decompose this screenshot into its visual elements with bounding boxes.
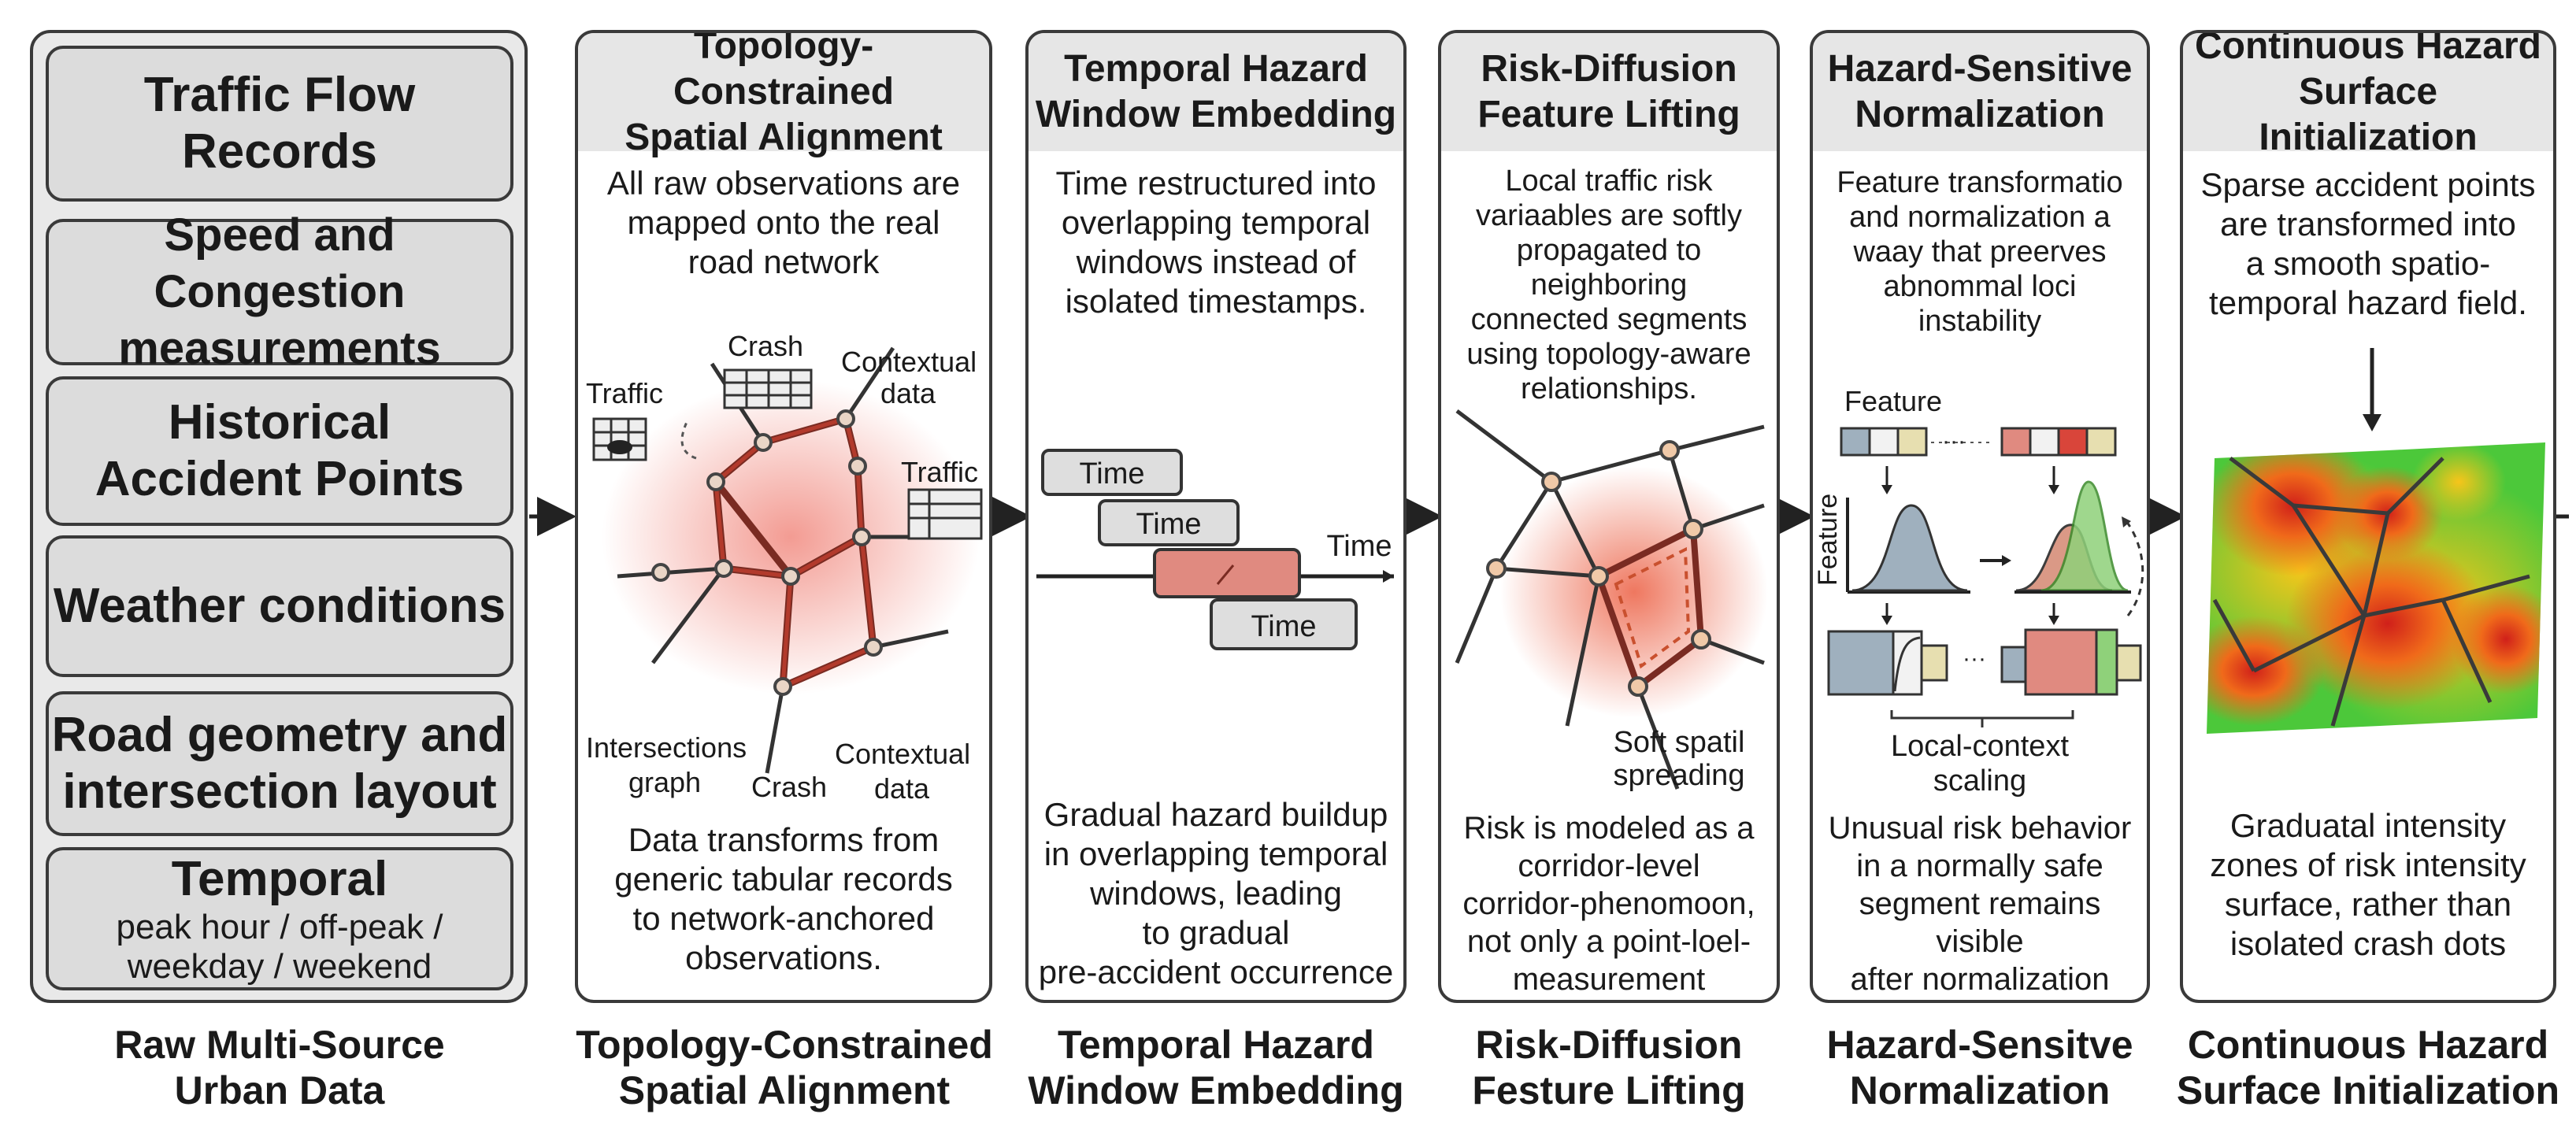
- source-weather: Weather conditions: [46, 535, 513, 677]
- source-speed-congestion: Speed and Congestion measurements: [46, 209, 513, 374]
- bottom-label-temporal: Temporal Hazard Window Embedding: [1028, 1023, 1404, 1112]
- local-context-label: Local-context scaling: [1890, 730, 2069, 798]
- panel-top-text: Sparse accident points are transformed i…: [2200, 166, 2536, 321]
- source-traffic-flow: Traffic Flow Records: [46, 46, 513, 202]
- time-window-4: [1210, 598, 1358, 650]
- panel-bottom-text: Unusual risk behavior in a normally safe…: [1828, 811, 2132, 997]
- bottom-label-raw: Raw Multi-Source Urban Data: [114, 1023, 445, 1112]
- temporal-windows-graphic: Time Time Time Time: [1036, 449, 1394, 650]
- panel-bottom-text: Data transforms from generic tabular rec…: [614, 821, 953, 976]
- source-label: Road geometry and intersection layout: [51, 708, 508, 819]
- bottom-label-normalization: Hazard-Sensitve Normalization: [1826, 1023, 2133, 1112]
- bottom-label-diffusion: Risk-Diffusion Festure Lifting: [1472, 1023, 1746, 1112]
- time-axis-label: Time: [1326, 530, 1392, 563]
- label-traffic-b: Traffic: [901, 456, 978, 488]
- dots-a: ···: [1942, 428, 1966, 454]
- panel-bottom-text: Graduatal intensity zones of risk intens…: [2210, 807, 2526, 962]
- source-label: Temporal: [171, 852, 388, 906]
- panel-top-text: Time restructured into overlapping tempo…: [1055, 165, 1377, 320]
- panel-hazard-surface: Continuous Hazard Surface Initialization…: [2180, 30, 2556, 1003]
- soft-spreading-label: Soft spatil spreading: [1613, 726, 1745, 792]
- panel-header: Continuous Hazard Surface Initialization: [2183, 33, 2553, 158]
- panel-bottom-text: Gradual hazard buildup in overlapping te…: [1038, 796, 1394, 990]
- panel-temporal-window: Temporal Hazard Window Embedding Time re…: [1025, 30, 1407, 1003]
- feature-axis-label: Feature: [1813, 494, 1843, 586]
- label-crash-a: Crash: [728, 330, 803, 362]
- panel-top-text: Feature transformatio and normalization …: [1837, 166, 2123, 338]
- bottom-label-spatial: Topology-Constrained Spatial Alignment: [576, 1023, 993, 1112]
- panel-bottom-text: Risk is modeled as a corridor-level corr…: [1462, 811, 1755, 997]
- panel-spatial-alignment: Topology-Constrained Spatial Alignment A…: [575, 30, 992, 1003]
- time-window-2: [1098, 499, 1240, 546]
- panel-header: Hazard-Sensitive Normalization: [1813, 33, 2147, 151]
- dots-b: ···: [1963, 646, 1986, 672]
- panel-normalization: Hazard-Sensitive Normalization Feature t…: [1810, 30, 2150, 1003]
- bottom-label-surface: Continuous Hazard Surface Initialization: [2176, 1023, 2560, 1112]
- source-label: Traffic Flow Records: [143, 68, 416, 179]
- panel-title: Hazard-Sensitive Normalization: [1827, 48, 2133, 135]
- feature-top-label: Feature: [1844, 385, 1942, 417]
- source-label: Speed and Congestion measurements: [118, 209, 441, 374]
- source-sublabel: peak hour / off-peak / weekday / weekend: [116, 908, 443, 986]
- panel-risk-diffusion: Risk-Diffusion Feature Lifting Local tra…: [1438, 30, 1780, 1003]
- time-window-1: [1041, 449, 1183, 496]
- risk-diffusion-graphic: [1455, 409, 1768, 790]
- panel-header: Risk-Diffusion Feature Lifting: [1441, 33, 1777, 151]
- panel-header: Temporal Hazard Window Embedding: [1029, 33, 1403, 151]
- source-accident-points: Historical Accident Points: [46, 376, 513, 526]
- normalization-graphic: Feature ··· Feature ···: [1813, 385, 2144, 727]
- label-traffic-a: Traffic: [586, 377, 663, 409]
- time-window-1-label: Time: [1079, 457, 1144, 490]
- source-label: Weather conditions: [53, 579, 506, 633]
- time-window-2-label: Time: [1136, 508, 1201, 541]
- panel-header: Topology-Constrained Spatial Alignment: [578, 33, 989, 158]
- source-road-geometry: Road geometry and intersection layout: [46, 691, 513, 836]
- panel-top-text: All raw observations are mapped onto the…: [606, 165, 961, 280]
- time-window-4-label: Time: [1251, 610, 1316, 643]
- panel-title: Risk-Diffusion Feature Lifting: [1477, 48, 1740, 135]
- source-temporal: Temporal peak hour / off-peak / weekday …: [46, 847, 513, 990]
- source-label: Historical Accident Points: [95, 395, 465, 506]
- panel-top-text: Local traffic risk variaables are softly…: [1466, 165, 1751, 405]
- panel-title: Topology-Constrained Spatial Alignment: [625, 30, 943, 158]
- label-crash-b: Crash: [751, 771, 827, 803]
- hazard-surface-graphic: [2207, 348, 2545, 734]
- panel-title: Continuous Hazard Surface Initialization: [2195, 30, 2541, 158]
- panel-title: Temporal Hazard Window Embedding: [1035, 48, 1397, 135]
